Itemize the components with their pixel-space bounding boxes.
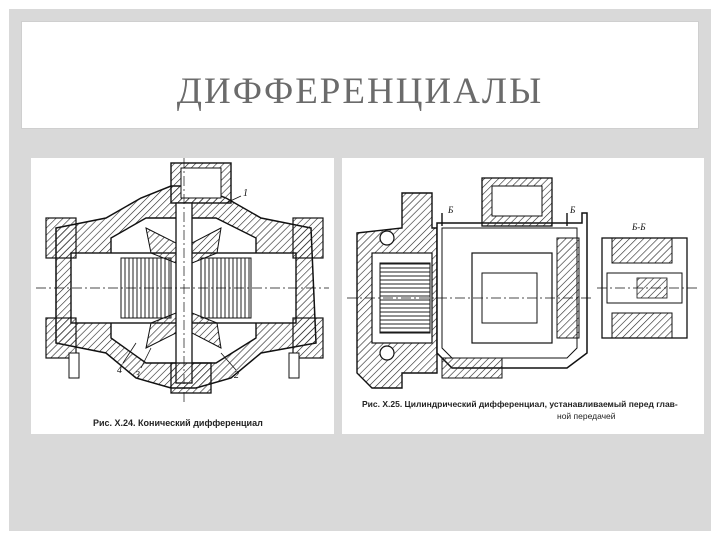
part-label-1: 1 — [243, 188, 248, 199]
part-label-3: 3 — [134, 370, 140, 381]
figure-right-caption-line2: ной передачей — [557, 411, 616, 421]
conical-differential-drawing: 1 2 3 4 — [36, 158, 329, 403]
section-mark-right: Б — [569, 205, 576, 215]
figure-left-caption: Рис. Х.24. Конический дифференциал — [93, 418, 263, 428]
slide-title: ДИФФЕРЕНЦИАЛЫ — [176, 71, 544, 112]
figure-cylindrical-differential: Б Б Б-Б Рис. Х.25. Цилиндрический диффер… — [342, 158, 704, 434]
cylindrical-differential-drawing: Б Б Б-Б — [347, 177, 697, 389]
figure-right-caption-line1: Рис. Х.25. Цилиндрический дифференциал, … — [362, 399, 678, 409]
part-label-4: 4 — [117, 365, 122, 376]
title-box: ДИФФЕРЕНЦИАЛЫ — [22, 22, 698, 128]
section-mark-left: Б — [447, 205, 454, 215]
section-view-label: Б-Б — [631, 222, 646, 232]
part-label-2: 2 — [234, 370, 239, 381]
figure-conical-differential: 1 2 3 4 Рис. Х.24. Конический дифференци… — [31, 158, 334, 434]
